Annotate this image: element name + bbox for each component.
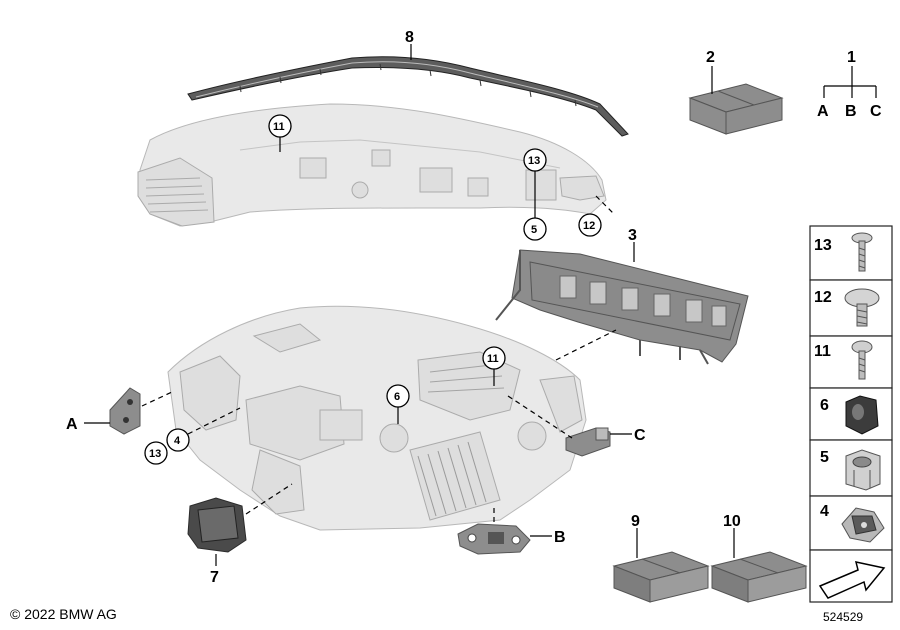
- variant-b: B: [845, 103, 857, 120]
- callout-2: 2: [706, 49, 715, 66]
- connector-c: [565, 427, 611, 457]
- side-4: 4: [820, 503, 829, 520]
- side-12: 12: [814, 289, 832, 306]
- bracket-3: [495, 249, 749, 365]
- callout-5: 5: [531, 224, 537, 236]
- clip-nut-icon: [845, 449, 881, 491]
- side-13: 13: [814, 237, 832, 254]
- side-6: 6: [820, 397, 829, 414]
- image-number: 524529: [823, 610, 864, 624]
- callout-b: B: [554, 529, 566, 546]
- callout-3: 3: [628, 227, 637, 244]
- side-11: 11: [814, 343, 831, 360]
- headlight-housing-lower: [167, 305, 587, 531]
- callout-13-upper: 13: [528, 155, 540, 167]
- callout-11-upper: 11: [273, 121, 285, 133]
- callout-11-lower: 11: [487, 353, 499, 365]
- callout-12: 12: [583, 220, 595, 232]
- copyright-text: © 2022 BMW AG: [10, 606, 117, 622]
- screw-icon: [851, 340, 873, 380]
- variant-tree: 1 A B C: [817, 49, 882, 120]
- parts-box-2: [688, 83, 784, 135]
- callout-7: 7: [210, 569, 219, 586]
- parts-box-10: [710, 551, 808, 603]
- callout-8: 8: [405, 29, 414, 46]
- parts-box-9: [612, 551, 710, 603]
- grommet-icon: [845, 395, 879, 435]
- arrow-icon: [818, 561, 886, 599]
- flat-head-screw-icon: [844, 288, 880, 327]
- side-panel: 13 12 11 6 5 4: [809, 225, 893, 603]
- callout-1: 1: [847, 49, 856, 66]
- variant-c: C: [870, 103, 882, 120]
- cover-cap-7: [187, 497, 247, 553]
- mount-bracket-a: [109, 387, 141, 435]
- side-5: 5: [820, 449, 829, 466]
- gasket-strip: [187, 56, 629, 137]
- spring-clip-icon: [841, 507, 885, 543]
- variant-a: A: [817, 103, 829, 120]
- callout-9: 9: [631, 513, 640, 530]
- control-module-b: [457, 523, 531, 555]
- callout-13-lower: 13: [149, 448, 161, 460]
- screw-icon: [851, 232, 873, 272]
- callout-6: 6: [394, 391, 400, 403]
- callout-10: 10: [723, 513, 741, 530]
- headlight-housing-upper: [137, 103, 607, 227]
- callout-c: C: [634, 427, 646, 444]
- callout-a: A: [66, 416, 78, 433]
- callout-4: 4: [174, 435, 181, 447]
